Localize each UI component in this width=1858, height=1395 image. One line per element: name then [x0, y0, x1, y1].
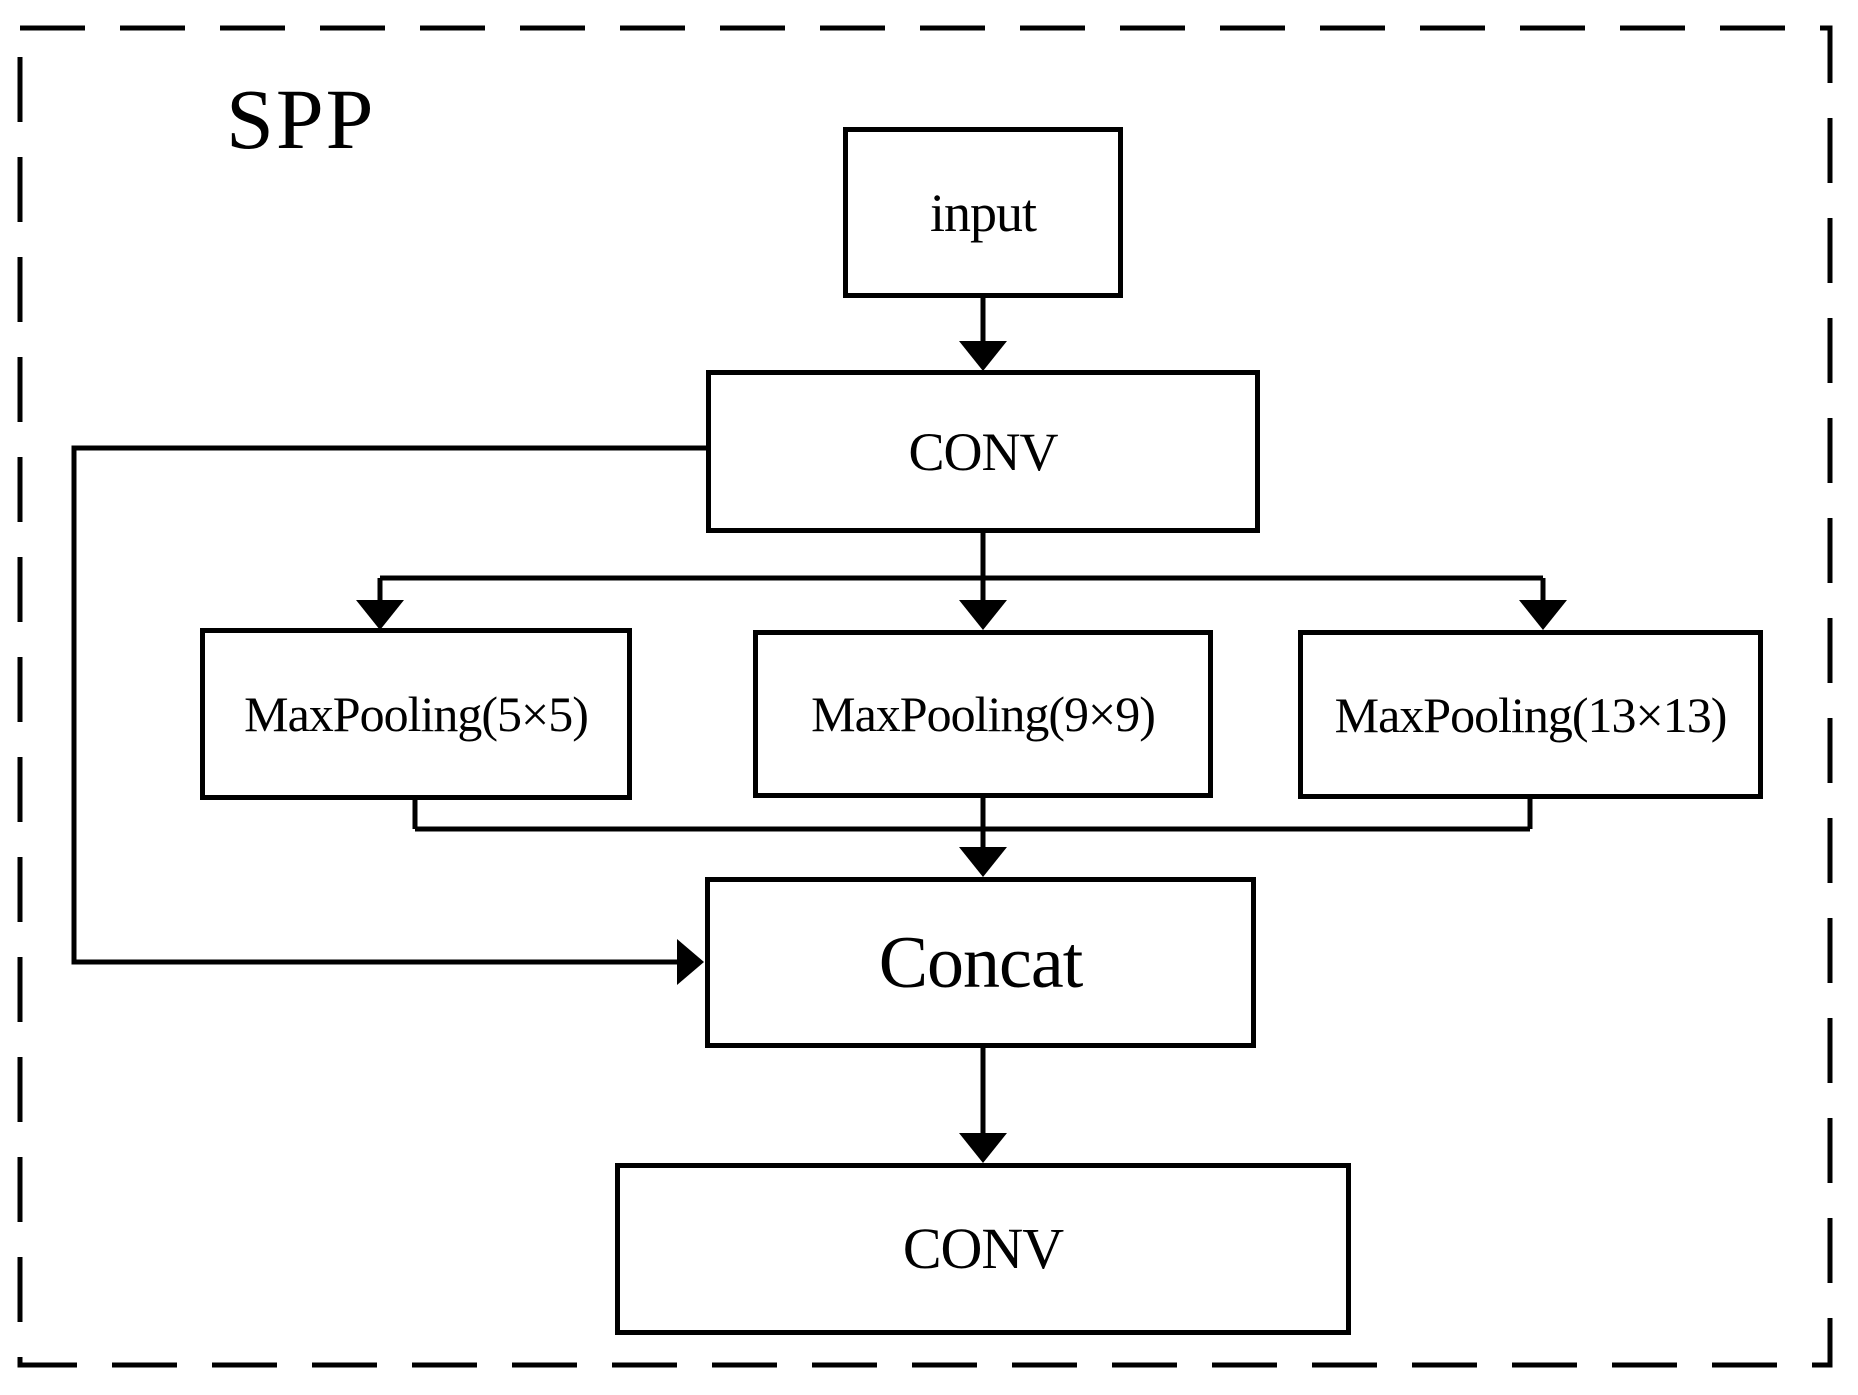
dashed-border [17, 25, 1833, 1368]
node-conv-bottom: CONV [615, 1163, 1351, 1335]
arrowhead-maxpool5 [356, 600, 404, 630]
node-maxpooling-9x9: MaxPooling(9×9) [753, 630, 1213, 798]
node-concat: Concat [705, 877, 1256, 1048]
arrowhead-conv-bottom [959, 1133, 1007, 1163]
node-concat-label: Concat [878, 921, 1084, 1004]
node-maxpooling-5x5: MaxPooling(5×5) [200, 628, 632, 800]
node-conv-bottom-label: CONV [902, 1216, 1064, 1281]
node-maxpooling-13x13: MaxPooling(13×13) [1298, 630, 1763, 799]
node-maxpooling-13x13-label: MaxPooling(13×13) [1334, 686, 1728, 743]
arrowhead-concat [959, 847, 1007, 877]
node-conv-top-label: CONV [908, 421, 1058, 482]
diagram-title: SPP [226, 71, 376, 167]
arrowhead-skip-to-concat [677, 939, 704, 985]
node-input-label: input [929, 182, 1037, 243]
arrowhead-maxpool13 [1519, 600, 1567, 630]
node-input: input [843, 127, 1123, 298]
edge-skip-connection [71, 445, 706, 965]
node-maxpooling-9x9-label: MaxPooling(9×9) [811, 686, 1156, 742]
node-maxpooling-5x5-label: MaxPooling(5×5) [244, 686, 589, 742]
node-conv-top: CONV [706, 370, 1260, 533]
arrowhead-input-to-conv [959, 341, 1007, 371]
arrowhead-maxpool9 [959, 600, 1007, 630]
